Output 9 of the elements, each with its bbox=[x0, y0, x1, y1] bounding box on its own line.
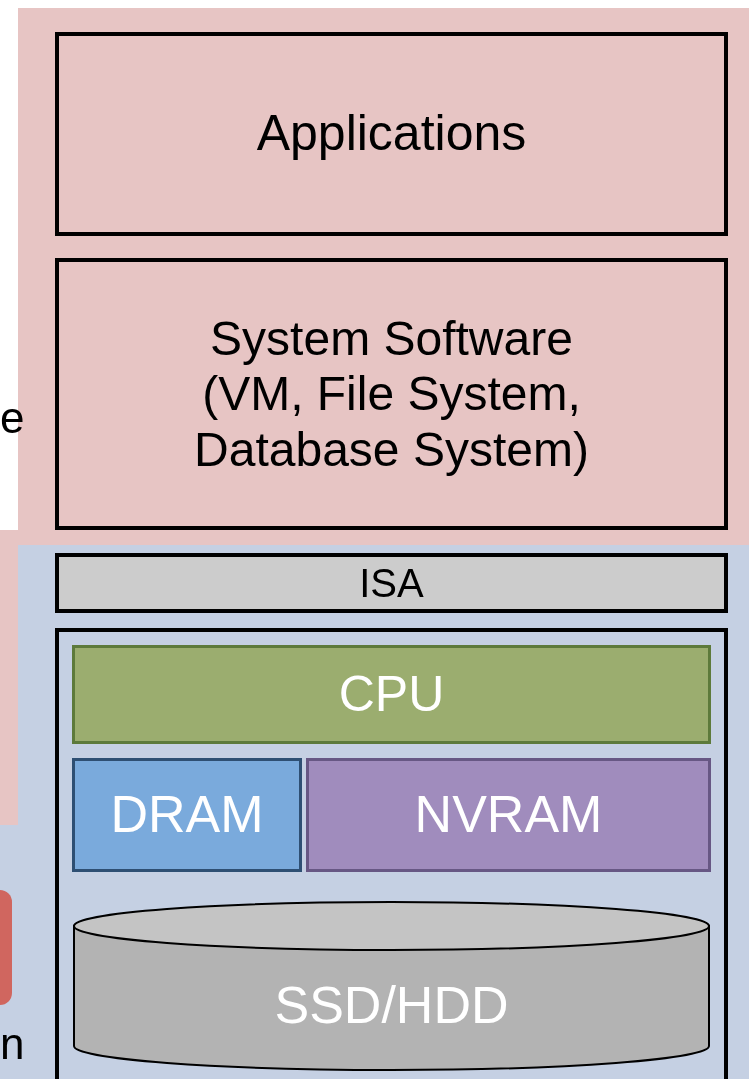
component-box: CPU bbox=[72, 645, 711, 744]
component-box: NVRAM bbox=[306, 758, 711, 872]
text-fragment: n bbox=[0, 1022, 25, 1066]
hardware-box bbox=[55, 628, 728, 1079]
component-box: DRAM bbox=[72, 758, 302, 872]
layer-box: Applications bbox=[55, 32, 728, 236]
layer-box: ISA bbox=[55, 553, 728, 613]
text-fragment: e bbox=[0, 396, 25, 440]
layer-box: System Software (VM, File System, Database System) bbox=[55, 258, 728, 530]
